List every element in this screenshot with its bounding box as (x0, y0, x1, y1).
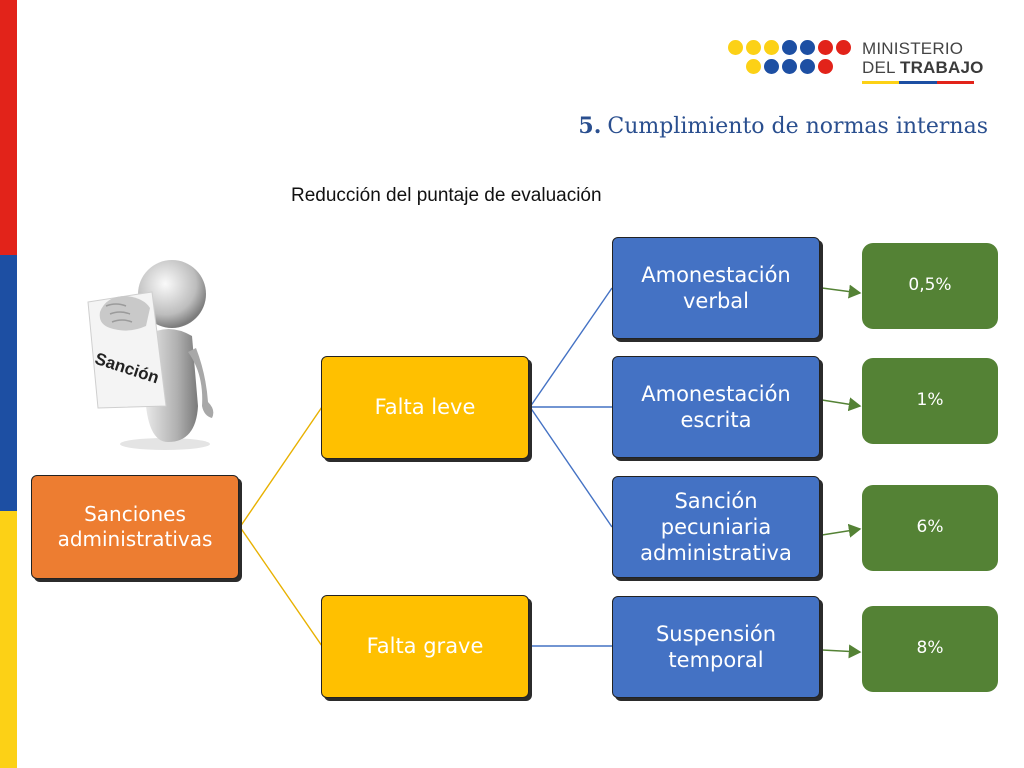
node-reduction-verbal: 0,5% (862, 243, 998, 329)
node-reduction-escrita: 1% (862, 358, 998, 444)
arrow-verbal-reduction (821, 284, 862, 299)
node-reduction-suspension-value: 8% (916, 638, 944, 659)
logo-dot-icon (782, 40, 797, 55)
logo-dot-icon (728, 40, 743, 55)
logo-dot-icon (836, 40, 851, 55)
node-falta-leve: Falta leve (321, 356, 529, 459)
arrow-escrita-reduction (821, 397, 862, 412)
logo-line-2-a: DEL (862, 58, 896, 77)
logo-wordmark: MINISTERIO DEL TRABAJO (862, 39, 984, 77)
connector-leve-pecuniaria (529, 406, 613, 528)
logo-line-2-b: TRABAJO (899, 58, 984, 77)
node-sancion-pecuniaria-label: Sanción pecuniaria administrativa (640, 488, 792, 566)
node-sanciones-administrativas-label: Sanciones administrativas (57, 502, 213, 551)
logo-underline (862, 81, 974, 84)
node-suspension-temporal: Suspensión temporal (612, 596, 820, 698)
connector-leve-verbal (529, 287, 613, 408)
sancion-figure-illustration: Sanción (87, 260, 214, 450)
logo-dot-icon (764, 40, 779, 55)
arrow-suspension-reduction (821, 644, 862, 659)
node-sancion-pecuniaria: Sanción pecuniaria administrativa (612, 476, 820, 578)
section-number: 5. (578, 113, 602, 139)
connector-root-falta-leve (239, 406, 323, 528)
flag-yellow-stripe (0, 511, 17, 768)
node-reduction-suspension: 8% (862, 606, 998, 692)
flag-blue-stripe (0, 255, 17, 511)
logo-dot-icon (782, 59, 797, 74)
section-title-text: Cumplimiento de normas internas (607, 114, 988, 139)
flag-red-stripe (0, 0, 17, 255)
logo-dot-icon (818, 40, 833, 55)
node-reduction-escrita-value: 1% (916, 390, 944, 411)
node-amonestacion-escrita: Amonestación escrita (612, 356, 820, 458)
section-title: 5.Cumplimiento de normas internas (578, 113, 988, 139)
node-falta-leve-label: Falta leve (374, 395, 476, 420)
logo-dot-icon (800, 59, 815, 74)
node-falta-grave: Falta grave (321, 595, 529, 698)
logo-line-2: DEL TRABAJO (862, 58, 984, 77)
node-reduction-pecuniaria-value: 6% (916, 517, 944, 538)
arrow-pecuniaria-reduction (821, 523, 862, 538)
logo-dot-icon (800, 40, 815, 55)
slide-subtitle: Reducción del puntaje de evaluación (291, 185, 602, 206)
logo-dot-icon (746, 40, 761, 55)
node-amonestacion-verbal: Amonestación verbal (612, 237, 820, 339)
logo-dot-icon (764, 59, 779, 74)
logo-dot-icon (818, 59, 833, 74)
logo-line-1: MINISTERIO (862, 39, 964, 58)
node-reduction-pecuniaria: 6% (862, 485, 998, 571)
connector-root-falta-grave (239, 526, 323, 647)
ministerio-logo: MINISTERIO DEL TRABAJO (728, 36, 998, 94)
node-reduction-verbal-value: 0,5% (908, 275, 952, 296)
logo-dot-icon (746, 59, 761, 74)
node-suspension-temporal-label: Suspensión temporal (655, 621, 777, 672)
node-sanciones-administrativas: Sanciones administrativas (31, 475, 239, 579)
node-amonestacion-verbal-label: Amonestación verbal (641, 262, 791, 313)
node-falta-grave-label: Falta grave (366, 634, 484, 659)
flag-color-bar (0, 0, 17, 768)
node-amonestacion-escrita-label: Amonestación escrita (641, 381, 791, 432)
